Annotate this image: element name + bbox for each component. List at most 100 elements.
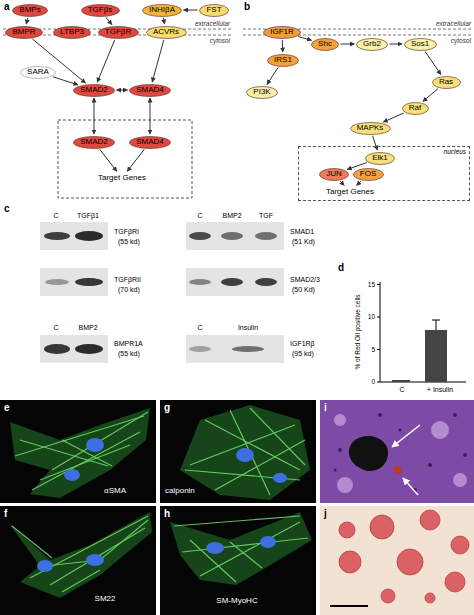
histology-i (431, 421, 449, 439)
micrograph-e (0, 400, 156, 503)
micrograph-h (200, 522, 300, 576)
node-label: SMAD4 (136, 86, 164, 95)
node-outline (13, 4, 48, 16)
node-label: MAPKs (357, 124, 384, 133)
pathway-arrow (97, 40, 115, 82)
pathway-arrow (184, 10, 198, 11)
node-label: INHIβA (149, 6, 175, 15)
node-outline (130, 84, 171, 96)
stain-label: SM-MyoHC (216, 597, 257, 606)
micrograph-f (0, 506, 156, 615)
protein-node: Sos1 (404, 38, 437, 51)
protein-node: ACVRs (146, 26, 187, 39)
node-label: FOS (360, 170, 376, 179)
western-blot (40, 268, 108, 296)
micrograph-g (250, 408, 305, 465)
pathway-arrow (100, 150, 117, 172)
lane-label: BMP2 (78, 324, 97, 332)
lane-label: C (53, 212, 58, 220)
histology-j (370, 515, 394, 539)
micrograph-f (37, 560, 53, 572)
pathway-arrow (53, 77, 78, 85)
micrograph-h (206, 542, 224, 554)
lane-label: C (53, 324, 58, 332)
node-outline (54, 26, 91, 38)
micrograph-h (160, 506, 316, 615)
node-label: JUN (326, 170, 342, 179)
node-outline (21, 66, 56, 78)
micrograph-f (12, 516, 148, 592)
tick-label: 0 (371, 378, 375, 385)
node-label: Target Genes (98, 174, 146, 183)
lane-label: Insulin (238, 324, 258, 332)
node-outline (350, 122, 390, 134)
western-blot (40, 222, 284, 363)
micrograph-g (180, 405, 310, 500)
protein-node: IRS1 (267, 54, 299, 67)
micrograph-f (86, 554, 104, 566)
tick-label: 5 (371, 346, 375, 353)
lane-label: C (197, 212, 202, 220)
node-label: IRS1 (274, 56, 292, 65)
bar-chart (377, 282, 466, 382)
protein-label: IGF1Rβ (290, 340, 315, 348)
pathway-arrow (152, 40, 164, 82)
western-blot (255, 278, 277, 286)
micrograph-f (30, 516, 148, 578)
category-label: + Insulin (427, 386, 453, 394)
protein-node: Ras (432, 76, 461, 89)
histology-i (403, 478, 418, 495)
western-blot (186, 222, 284, 250)
node-label: FST (206, 6, 221, 15)
western-blot (45, 279, 69, 285)
panel-letter: g (164, 402, 170, 413)
histology-i (453, 413, 457, 417)
pathway-arrow (390, 44, 403, 45)
histology-j (339, 522, 355, 538)
western-blot (40, 222, 108, 250)
histology-j (425, 593, 435, 603)
panel-letter: a (4, 1, 10, 12)
protein-node: SMAD2 (73, 84, 115, 97)
histology-i (392, 425, 420, 447)
pathway-arrow (425, 52, 441, 75)
micrograph-f (45, 520, 148, 566)
bar-chart (425, 330, 447, 382)
node-label: LTBP3 (60, 28, 84, 37)
histology-i (399, 429, 402, 432)
western-blot (75, 344, 103, 354)
bar-chart (436, 320, 437, 330)
pathway-arrow (282, 40, 283, 52)
node-label: Shc (318, 40, 332, 49)
bar-chart (377, 349, 380, 350)
mass-label: (55 kd) (118, 350, 140, 358)
bar-chart (432, 320, 440, 321)
panel-letter: f (4, 508, 7, 519)
protein-node: SMAD4 (129, 136, 171, 149)
axis-title: % of Red Oil positive cells (354, 294, 361, 369)
western-blot (221, 278, 243, 286)
micrograph-f (12, 526, 52, 558)
protein-node: PI3K (246, 86, 278, 99)
micrograph-h (190, 540, 236, 582)
protein-node: Grb2 (356, 38, 388, 51)
micrograph-h (160, 506, 316, 615)
pathway-arrow (117, 90, 128, 91)
western-blot (75, 278, 103, 286)
bar-chart (377, 317, 380, 318)
histology-i (453, 473, 467, 487)
category-label: C (399, 386, 404, 394)
western-blot (40, 335, 108, 363)
micrograph-g (273, 473, 287, 483)
western-blot (75, 231, 103, 241)
micrograph-g (160, 400, 316, 503)
panel-letter: h (164, 508, 170, 519)
membrane-label: extracellular (195, 20, 230, 27)
node-label: SMAD4 (136, 138, 164, 147)
stain-label: SM22 (95, 595, 116, 604)
gene-target: Target Genes (96, 173, 149, 184)
node-label: Grb2 (363, 40, 381, 49)
protein-node: SMAD4 (129, 84, 171, 97)
node-outline (130, 136, 171, 148)
